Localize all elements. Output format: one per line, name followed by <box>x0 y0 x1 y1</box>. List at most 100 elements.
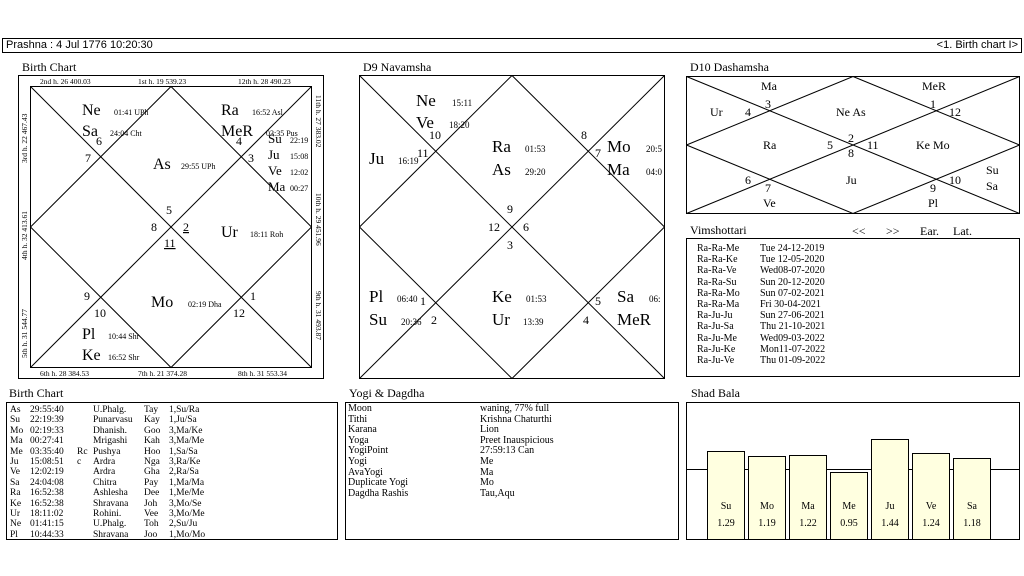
table-cell: Ve <box>10 467 21 478</box>
table-cell: Shravana <box>93 529 129 540</box>
yogi-label: Tithi <box>348 413 368 425</box>
d9-planet-mer: MeR <box>617 310 652 329</box>
yogi-label: Moon <box>348 403 372 414</box>
table-cell: 00:27:41 <box>30 436 64 447</box>
yogi-label: Yoga <box>348 434 369 446</box>
table-cell: Ju <box>10 457 19 467</box>
yogi-label: AvaYogi <box>348 466 383 478</box>
chart-header-bar: Prashna : 4 Jul 1776 10:20:30 <1. Birth … <box>2 38 1022 53</box>
table-cell: 02:19:33 <box>30 425 64 436</box>
yogi-label: Duplicate Yogi <box>348 477 408 489</box>
yogi-value: 27:59:13 Can <box>480 445 535 457</box>
vimshottari-next-button[interactable]: >> <box>886 224 900 238</box>
table-cell: Toh <box>144 519 159 530</box>
shad-bala-value-label: 1.29 <box>717 518 735 529</box>
rasi-border-bottom-1: 6th h. 28 384.53 <box>40 369 89 378</box>
d10-sign-5: 5 <box>827 138 833 152</box>
rasi-planet-ke: Ke <box>82 347 101 364</box>
shad-bala-value-label: 1.44 <box>881 518 899 529</box>
table-cell: Ra <box>10 488 21 499</box>
rasi-deg-mo: 02:19 Dha <box>188 300 222 309</box>
d10-planet-ne-as: Ne As <box>836 105 866 119</box>
d9-deg-su: 20:36 <box>401 317 422 327</box>
table-cell: 1,Su/Ra <box>169 405 200 415</box>
yogi-value: Lion <box>480 424 499 436</box>
yogi-label: Dagdha Rashis <box>348 487 409 499</box>
table-cell: Ma <box>10 436 23 447</box>
table-cell: Tay <box>144 405 159 415</box>
table-cell: Vee <box>144 509 159 519</box>
table-cell: Ardra <box>93 457 116 467</box>
d9-planet-ur: Ur <box>492 310 510 329</box>
table-cell: Rohini. <box>93 509 122 519</box>
rasi-planet-ra: Ra <box>221 102 239 119</box>
rasi-deg-sa: 24:04 Cht <box>110 129 143 138</box>
shad-bala-planet-label: Mo <box>760 501 774 512</box>
table-cell: 22:19:39 <box>30 415 64 426</box>
rasi-deg-me: 03:35 Pus <box>266 129 298 138</box>
table-cell: 12:02:19 <box>30 467 64 478</box>
d9-deg-ke: 01:53 <box>526 294 547 304</box>
table-cell: 15:08:51 <box>30 457 64 467</box>
table-cell: Joo <box>144 529 158 540</box>
shad-bala-value-label: 0.95 <box>840 518 858 529</box>
rasi-deg-ve: 12:02 <box>290 168 308 177</box>
rasi-sign-6: 6 <box>96 134 102 148</box>
d9-sign-11: 11 <box>417 146 429 160</box>
yogi-value: Me <box>480 456 494 467</box>
chart-selector-link[interactable]: <1. Birth chart I> <box>936 39 1018 51</box>
rasi-border-top-3: 12th h. 28 490.23 <box>238 77 291 86</box>
d9-sign-3: 3 <box>507 238 513 252</box>
d10-sign-3: 3 <box>765 97 771 111</box>
shad-bala-planet-label: Sa <box>967 501 977 512</box>
d9-sign-1: 1 <box>420 294 426 308</box>
d10-chart-diagram[interactable]: Ma Ur MeR Ne As Ra Ke Mo Ju Su Sa Ve Pl … <box>686 76 1020 214</box>
table-cell: 2,Ra/Sa <box>169 467 199 478</box>
table-cell: Chitra <box>93 477 117 488</box>
birth-table-title: Birth Chart <box>9 386 64 400</box>
d10-sign-1: 1 <box>930 97 936 111</box>
shad-bala-planet-label: Su <box>720 501 732 512</box>
table-cell: Ne <box>10 519 22 530</box>
table-cell: 3,Ma/Me <box>169 436 205 447</box>
d9-deg-as: 29:20 <box>525 167 546 177</box>
table-cell: 3,Mo/Se <box>169 498 202 509</box>
table-cell: 1,Sa/Sa <box>169 446 198 457</box>
rasi-sign-1: 1 <box>250 289 256 303</box>
d9-sign-6: 6 <box>523 220 529 234</box>
d9-planet-ke: Ke <box>492 287 512 306</box>
rasi-sign-10: 10 <box>94 306 106 320</box>
rasi-sign-12: 12 <box>233 306 245 320</box>
rasi-border-right-2: 10th h. 29 451.96 <box>314 193 323 246</box>
d9-sign-5: 5 <box>595 294 601 308</box>
rasi-border-right-1: 11th h. 27 383.02 <box>314 95 323 148</box>
shad-bala-bar-sa <box>953 458 991 539</box>
rasi-deg-ne: 01:41 UPh <box>114 108 148 117</box>
d9-planet-mo: Mo <box>607 137 631 156</box>
d9-deg-ju: 16:19 <box>398 156 419 166</box>
d10-sign-10: 10 <box>949 173 961 187</box>
d9-sign-2: 2 <box>431 313 437 327</box>
vimshottari-later-button[interactable]: Lat. <box>953 224 972 238</box>
d10-planet-su: Su <box>986 163 999 177</box>
table-cell: As <box>10 405 21 415</box>
shad-bala-bar-me <box>830 472 868 539</box>
rasi-deg-ke: 16:52 Shr <box>108 353 140 362</box>
table-cell: U.Phalg. <box>93 519 127 530</box>
table-cell: Hoo <box>144 446 161 457</box>
rasi-deg-as: 29:55 UPh <box>181 162 215 171</box>
rasi-border-bottom-2: 7th h. 21 374.28 <box>138 369 187 378</box>
birth-chart-diagram[interactable]: 2nd h. 26 400.03 1st h. 19 539.23 12th h… <box>18 75 324 379</box>
table-cell: 03:35:40 <box>30 446 64 457</box>
vimshottari-earlier-button[interactable]: Ear. <box>920 224 939 238</box>
vimshottari-prev-button[interactable]: << <box>852 224 866 238</box>
d10-title: D10 Dashamsha <box>690 60 769 74</box>
d9-chart-diagram[interactable]: Ne Ve Ju Ra As Mo Ma Pl Su Ke Ur Sa MeR … <box>359 75 665 379</box>
d10-sign-11: 11 <box>867 138 879 152</box>
shad-bala-bar-mo <box>748 456 786 539</box>
rasi-planet-pl: Pl <box>82 326 96 343</box>
shad-bala-value-label: 1.19 <box>758 518 776 529</box>
shad-bala-bar-ju <box>871 439 909 539</box>
table-cell: 10:44:33 <box>30 529 64 540</box>
